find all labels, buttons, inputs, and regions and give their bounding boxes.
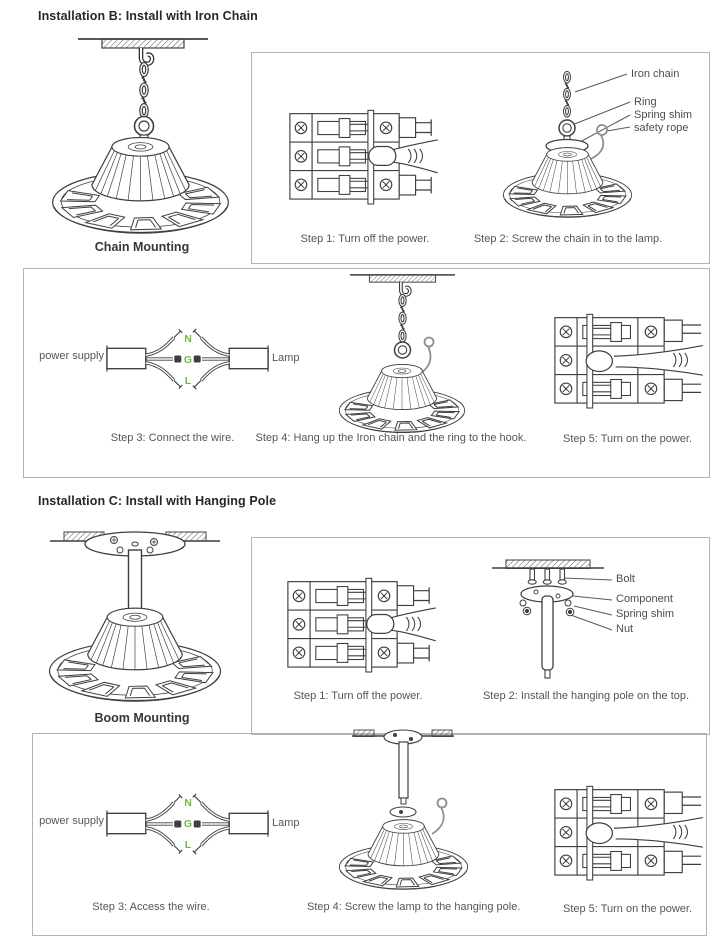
c-step1-breaker-off-illustration [286, 580, 436, 672]
ceiling-hatch [505, 559, 591, 569]
c-power-supply-label: power supply [39, 815, 104, 827]
b-step2-illustration [480, 70, 640, 226]
spring-shim-icon [389, 806, 417, 818]
c-step1-caption: Step 1: Turn off the power. [293, 690, 423, 702]
c-lamp-label: Lamp [272, 817, 300, 829]
b-power-supply-label: power supply [39, 350, 104, 362]
label-spring-shim: Spring shim [634, 109, 693, 121]
safety-rope-icon [431, 797, 448, 835]
leader-lines [571, 73, 631, 144]
b-step5-caption: Step 5: Turn on the power. [562, 433, 693, 445]
section-c-top-panel [251, 537, 710, 735]
label-component: Component [616, 593, 673, 605]
c-wire-g: G [183, 818, 193, 830]
ceiling-hook-icon [348, 273, 457, 297]
lamp-illustration [339, 820, 467, 890]
b-wire-l: L [184, 375, 192, 387]
chain-icon [397, 293, 408, 343]
b-step4-illustration [338, 273, 478, 434]
b-step2-caption: Step 2: Screw the chain in to the lamp. [473, 233, 663, 245]
label-spring-shim: Spring shim [616, 608, 675, 620]
b-step4-caption: Step 4: Hang up the Iron chain and the r… [255, 432, 527, 444]
chain-icon [138, 61, 150, 119]
ceiling-hook-icon [78, 39, 208, 64]
ring-icon [393, 341, 412, 359]
c-step2-illustration [492, 559, 613, 679]
c-step3-caption: Step 3: Access the wire. [92, 901, 210, 913]
label-safety-rope: safety rope [634, 122, 689, 134]
chain-mounting-caption: Chain Mounting [94, 240, 190, 254]
section-b-top-panel [251, 52, 710, 264]
section-c-heading: Installation C: Install with Hanging Pol… [38, 494, 277, 508]
c-wire-l: L [184, 839, 192, 851]
label-iron-chain: Iron chain [631, 68, 680, 80]
ceiling-hatch-left [353, 729, 375, 737]
component-plate-icon [383, 729, 423, 745]
boom-mounting-caption: Boom Mounting [94, 711, 190, 725]
b-wire-g: G [183, 354, 193, 366]
pole-icon [541, 595, 554, 679]
spring-shim-nut-icons [519, 599, 575, 617]
b-step1-caption: Step 1: Turn off the power. [300, 233, 430, 245]
label-nut: Nut [616, 623, 634, 635]
lamp-illustration [50, 608, 221, 701]
lamp-illustration [53, 138, 229, 234]
c-step5-caption: Step 5: Turn on the power. [562, 903, 693, 915]
chain-icon [562, 70, 572, 118]
c-step4-illustration [330, 729, 505, 898]
lamp-illustration [339, 364, 464, 432]
c-step2-caption: Step 2: Install the hanging pole on the … [482, 690, 690, 702]
c-step5-breaker-on-illustration [553, 788, 703, 880]
b-step1-breaker-off-illustration [288, 112, 438, 204]
pole-icon [398, 741, 409, 805]
label-ring: Ring [634, 96, 657, 108]
boom-mounting-illustration [28, 531, 263, 710]
section-b-heading: Installation B: Install with Iron Chain [38, 9, 258, 23]
pole-icon [127, 549, 143, 613]
b-step5-breaker-on-illustration [553, 316, 703, 408]
bolt-icons [527, 568, 567, 585]
chain-mounting-illustration [28, 26, 263, 238]
ceiling-hatch-right [431, 729, 453, 737]
lamp-illustration [503, 148, 631, 218]
c-wire-n: N [184, 797, 192, 809]
b-wire-n: N [184, 333, 192, 345]
section-b-bottom-panel [23, 268, 710, 478]
c-step4-caption: Step 4: Screw the lamp to the hanging po… [307, 901, 521, 913]
leader-lines [563, 577, 613, 631]
label-bolt: Bolt [616, 573, 635, 585]
ring-icon [558, 119, 576, 142]
b-step3-caption: Step 3: Connect the wire. [110, 432, 235, 444]
b-lamp-label: Lamp [272, 352, 300, 364]
